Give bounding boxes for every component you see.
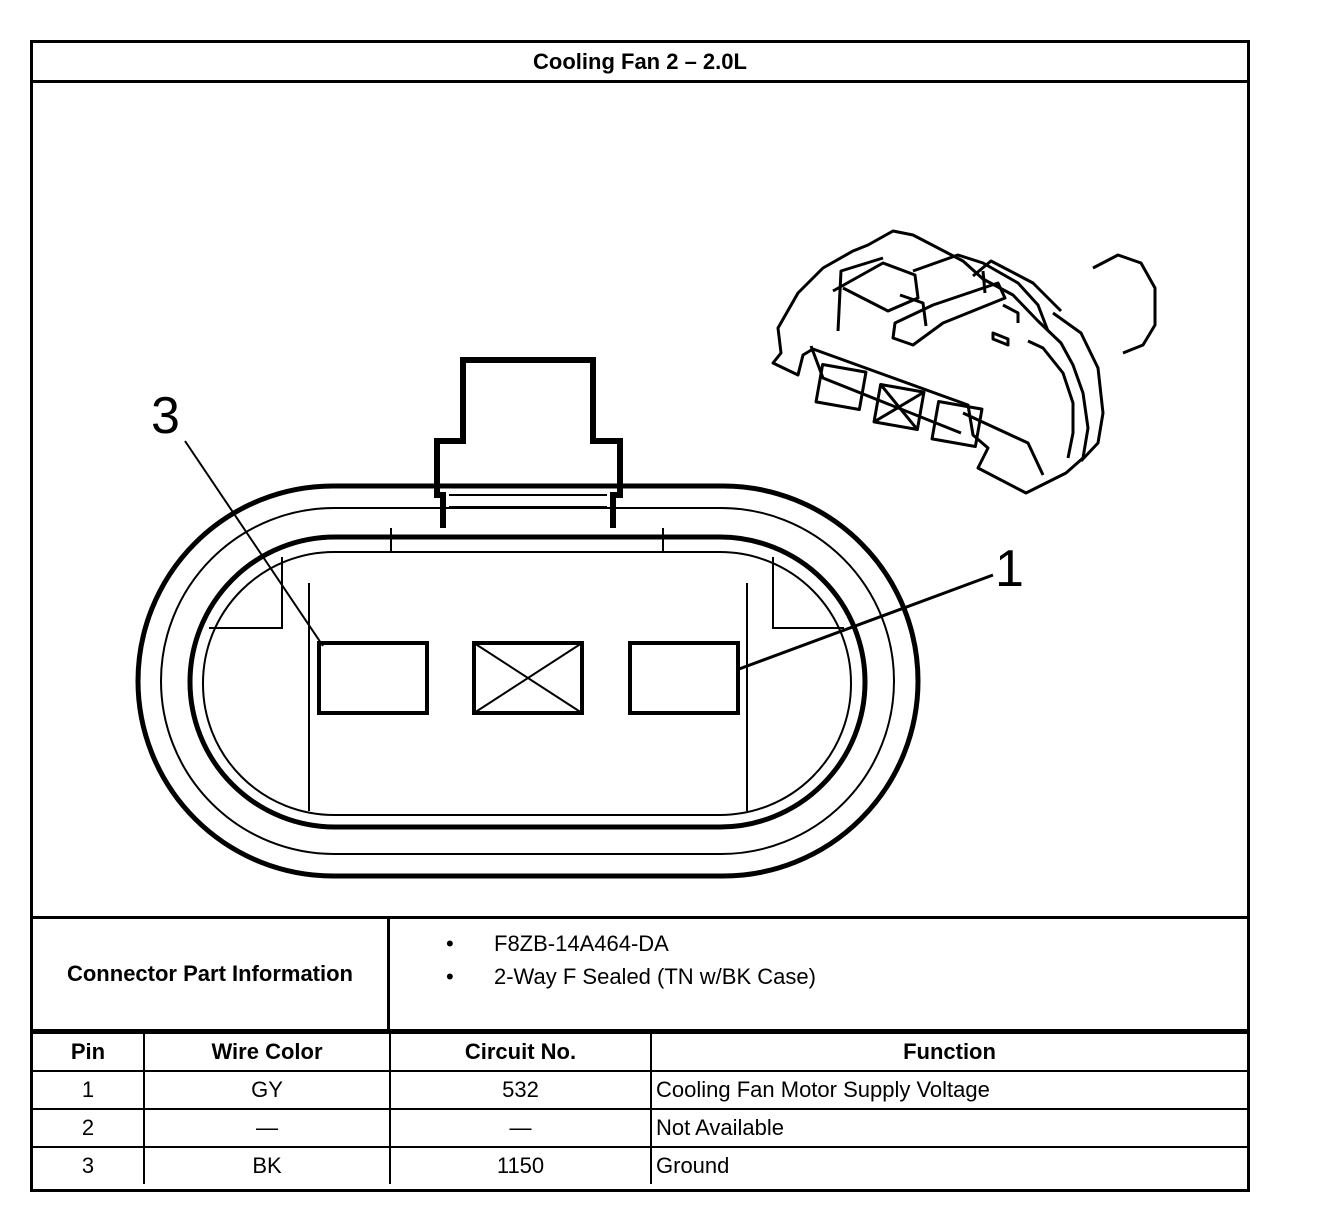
function-cell: Not Available [650, 1108, 1247, 1148]
header-function: Function [650, 1032, 1247, 1072]
header-pin: Pin [33, 1032, 145, 1072]
connector-drawing: 3 1 [33, 83, 1247, 916]
header-wire-color: Wire Color [143, 1032, 391, 1072]
connector-part-info-list: • F8ZB-14A464-DA • 2-Way F Sealed (TN w/… [390, 919, 1247, 1039]
pin-3-label: 3 [151, 387, 180, 445]
circuit-cell: 1150 [389, 1146, 652, 1184]
bullet-icon: • [446, 964, 454, 989]
connector-description: 2-Way F Sealed (TN w/BK Case) [494, 964, 816, 989]
pin-cell: 2 [33, 1108, 145, 1148]
wire-color-cell: BK [143, 1146, 391, 1184]
connector-face-diagram: 3 1 [135, 229, 1157, 879]
pin-cell: 3 [33, 1146, 145, 1184]
wire-color-cell: GY [143, 1070, 391, 1110]
pin-3-cavity [317, 641, 429, 715]
bullet-icon: • [446, 931, 454, 956]
connector-perspective-illustration [771, 229, 1157, 495]
circuit-cell: — [389, 1108, 652, 1148]
wire-color-cell: — [143, 1108, 391, 1148]
pin-2-cavity-blocked [472, 641, 584, 715]
table-header-row: Pin Wire Color Circuit No. Function [33, 1032, 1247, 1072]
table-row: 1 GY 532 Cooling Fan Motor Supply Voltag… [33, 1070, 1247, 1110]
connector-part-info-label: Connector Part Information [33, 919, 390, 1029]
pin-cell: 1 [33, 1070, 145, 1110]
part-number: F8ZB-14A464-DA [494, 931, 669, 956]
list-item: • F8ZB-14A464-DA [390, 929, 1247, 962]
connector-sheet: Cooling Fan 2 – 2.0L [30, 40, 1250, 1192]
pin-1-leader [738, 573, 994, 671]
pin-3-leader [184, 440, 324, 647]
pin-1-cavity [628, 641, 740, 715]
table-row: 2 — — Not Available [33, 1108, 1247, 1148]
page-title: Cooling Fan 2 – 2.0L [33, 43, 1247, 83]
list-item: • 2-Way F Sealed (TN w/BK Case) [390, 962, 1247, 995]
table-row: 3 BK 1150 Ground [33, 1146, 1247, 1184]
pin-1-label: 1 [995, 540, 1024, 598]
circuit-cell: 532 [389, 1070, 652, 1110]
function-cell: Ground [650, 1146, 1247, 1184]
connector-part-info-row: Connector Part Information • F8ZB-14A464… [33, 916, 1247, 1032]
function-cell: Cooling Fan Motor Supply Voltage [650, 1070, 1247, 1110]
pin-table: Pin Wire Color Circuit No. Function 1 GY… [33, 1032, 1247, 1184]
header-circuit-no: Circuit No. [389, 1032, 652, 1072]
